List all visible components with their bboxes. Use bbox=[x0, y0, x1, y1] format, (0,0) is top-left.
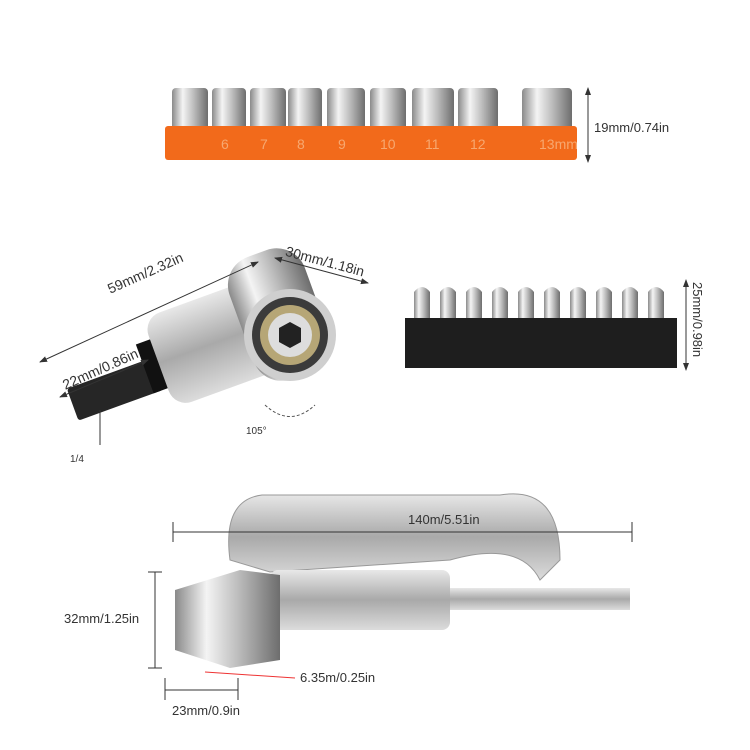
socket bbox=[370, 88, 406, 130]
socket bbox=[458, 88, 498, 130]
screwdriver-bit bbox=[466, 287, 482, 320]
screwdriver-bit bbox=[414, 287, 430, 320]
socket bbox=[212, 88, 246, 130]
screwdriver-bit bbox=[518, 287, 534, 320]
bit-set bbox=[414, 287, 664, 320]
socket-size-label: 8 bbox=[297, 136, 305, 152]
bit-holder bbox=[405, 318, 677, 368]
adapter-angle-label: 105° bbox=[246, 426, 267, 437]
socket bbox=[327, 88, 365, 130]
socket-size-label: 11 bbox=[425, 136, 440, 152]
extension-height-label: 32mm/1.25in bbox=[64, 611, 140, 626]
screwdriver-bit bbox=[596, 287, 612, 320]
socket-set bbox=[172, 88, 572, 130]
extension-width-label: 23mm/0.9in bbox=[172, 703, 240, 718]
screwdriver-bit bbox=[544, 287, 560, 320]
screwdriver-bit bbox=[440, 287, 456, 320]
extension-length-label: 140m/5.51in bbox=[408, 512, 480, 527]
socket bbox=[412, 88, 454, 130]
screwdriver-bit bbox=[648, 287, 664, 320]
extension-hex-label: 6.35m/0.25in bbox=[300, 670, 376, 685]
screwdriver-bit bbox=[570, 287, 586, 320]
socket-size-label: 12 bbox=[470, 136, 486, 152]
socket-rail bbox=[165, 126, 577, 160]
socket-size-label: 6 bbox=[221, 136, 229, 152]
socket-size-label: 9 bbox=[338, 136, 346, 152]
bit-height-label: 25mm/0.98in bbox=[690, 282, 705, 358]
screwdriver-bit bbox=[622, 287, 638, 320]
socket-size-label: 10 bbox=[380, 136, 396, 152]
socket bbox=[172, 88, 208, 130]
adapter-shank-size-label: 1/4 bbox=[70, 454, 84, 465]
socket-size-label: 13mm bbox=[539, 136, 578, 152]
socket-size-label: 7 bbox=[260, 136, 268, 152]
socket bbox=[288, 88, 322, 130]
socket bbox=[250, 88, 286, 130]
socket-height-label: 19mm/0.74in bbox=[594, 120, 670, 135]
extension-image bbox=[175, 493, 630, 668]
screwdriver-bit bbox=[492, 287, 508, 320]
socket bbox=[522, 88, 572, 130]
